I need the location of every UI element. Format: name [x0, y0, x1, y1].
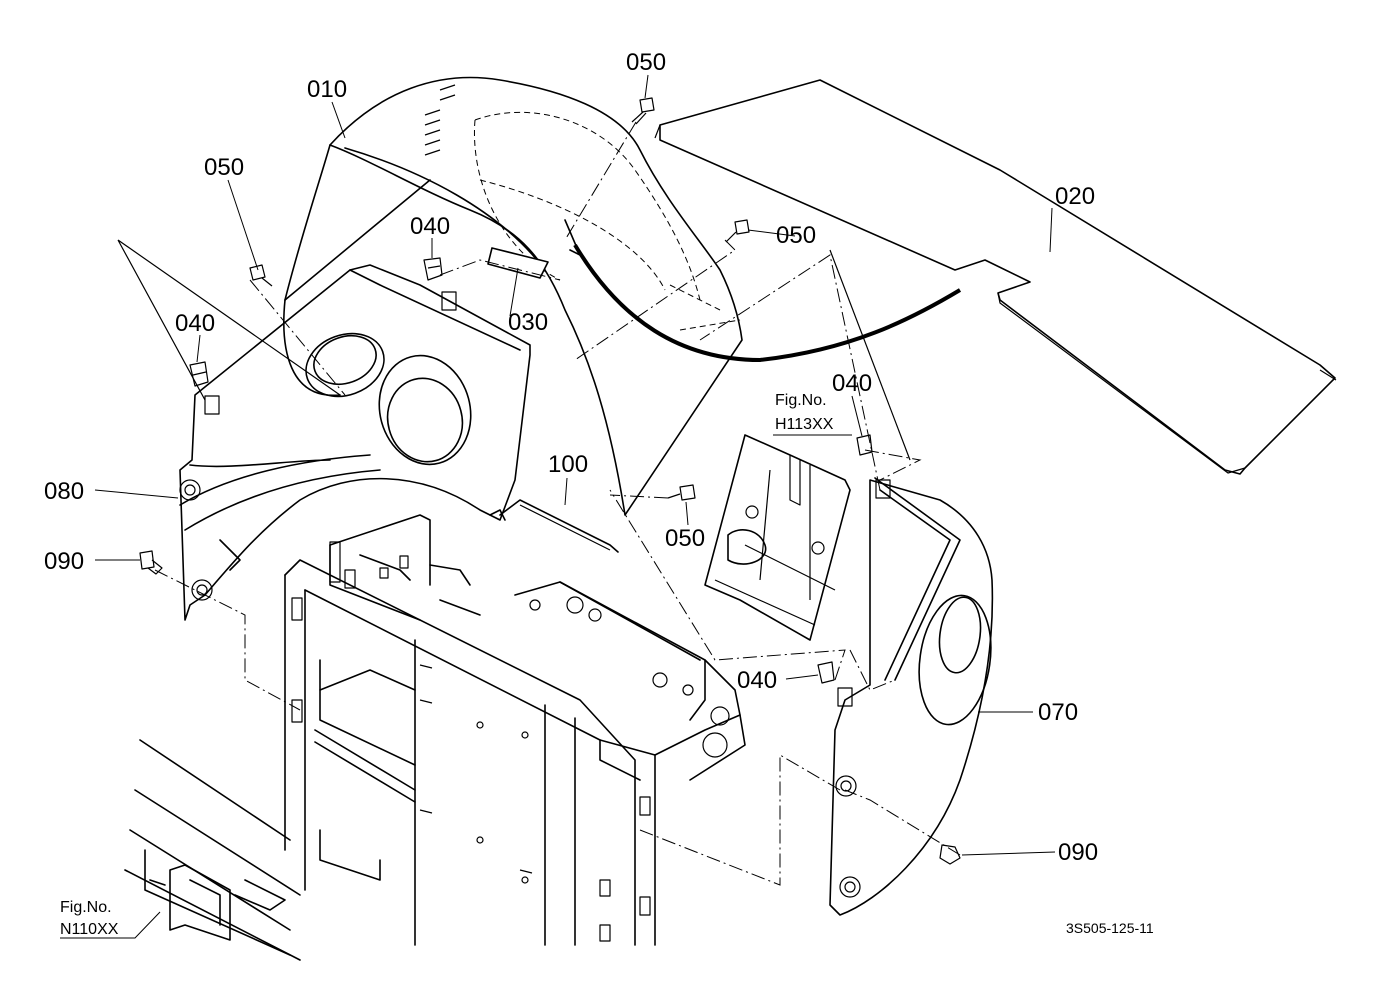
drawing-code: 3S505-125-11: [1066, 920, 1154, 936]
label-080: 080: [44, 478, 84, 505]
clip-040-c: [856, 434, 873, 456]
label-040-left: 040: [175, 310, 215, 337]
label-030: 030: [508, 309, 548, 336]
bolt-050-right: [725, 219, 750, 243]
bolt-090-left: [139, 550, 163, 575]
frame-assembly: [124, 514, 746, 961]
assembly-lines: [117, 121, 961, 886]
figure-ref-h113: Fig.No. H113XX: [775, 392, 834, 433]
label-100: 100: [548, 451, 588, 478]
label-040-lower: 040: [737, 667, 777, 694]
fig-ref-h113-code: H113XX: [775, 416, 834, 433]
label-090-right: 090: [1058, 839, 1098, 866]
figure-ref-n110: Fig.No. N110XX: [60, 899, 119, 938]
label-010: 010: [307, 76, 347, 103]
label-050-left: 050: [204, 154, 244, 181]
part-020-cover-plate: [654, 79, 1337, 475]
label-040-top: 040: [410, 213, 450, 240]
label-040-right: 040: [832, 370, 872, 397]
label-050-lower: 050: [665, 525, 705, 552]
label-leaders: [60, 74, 1056, 939]
bolt-090-right: [939, 844, 961, 865]
label-090-left: 090: [44, 548, 84, 575]
label-020: 020: [1055, 183, 1095, 210]
bolt-050-top: [631, 97, 655, 125]
part-030-label: [487, 247, 549, 279]
label-050-right: 050: [776, 222, 816, 249]
part-080-left-panel: [179, 264, 531, 621]
vent-grille-010: [424, 84, 456, 156]
fig-ref-h113-title: Fig.No.: [775, 392, 827, 409]
clip-040-b: [189, 361, 209, 387]
part-070-right-panel: [829, 477, 994, 916]
fig-ref-n110-code: N110XX: [60, 921, 119, 938]
part-100-rod: [499, 499, 619, 553]
part-010-upper-panel: [284, 76, 743, 516]
part-labels: 010 050 020 050 040 050 030 040 040 100 …: [44, 49, 1098, 866]
edge-trim-strip: [573, 243, 962, 363]
clip-040-d: [817, 661, 835, 684]
fig-ref-n110-title: Fig.No.: [60, 899, 112, 916]
label-070: 070: [1038, 699, 1078, 726]
clip-040-a: [423, 257, 443, 281]
bolt-050-left: [249, 264, 273, 287]
label-050-top: 050: [626, 49, 666, 76]
inner-bracket-h113: [704, 434, 851, 641]
bolt-050-lower: [667, 484, 696, 501]
